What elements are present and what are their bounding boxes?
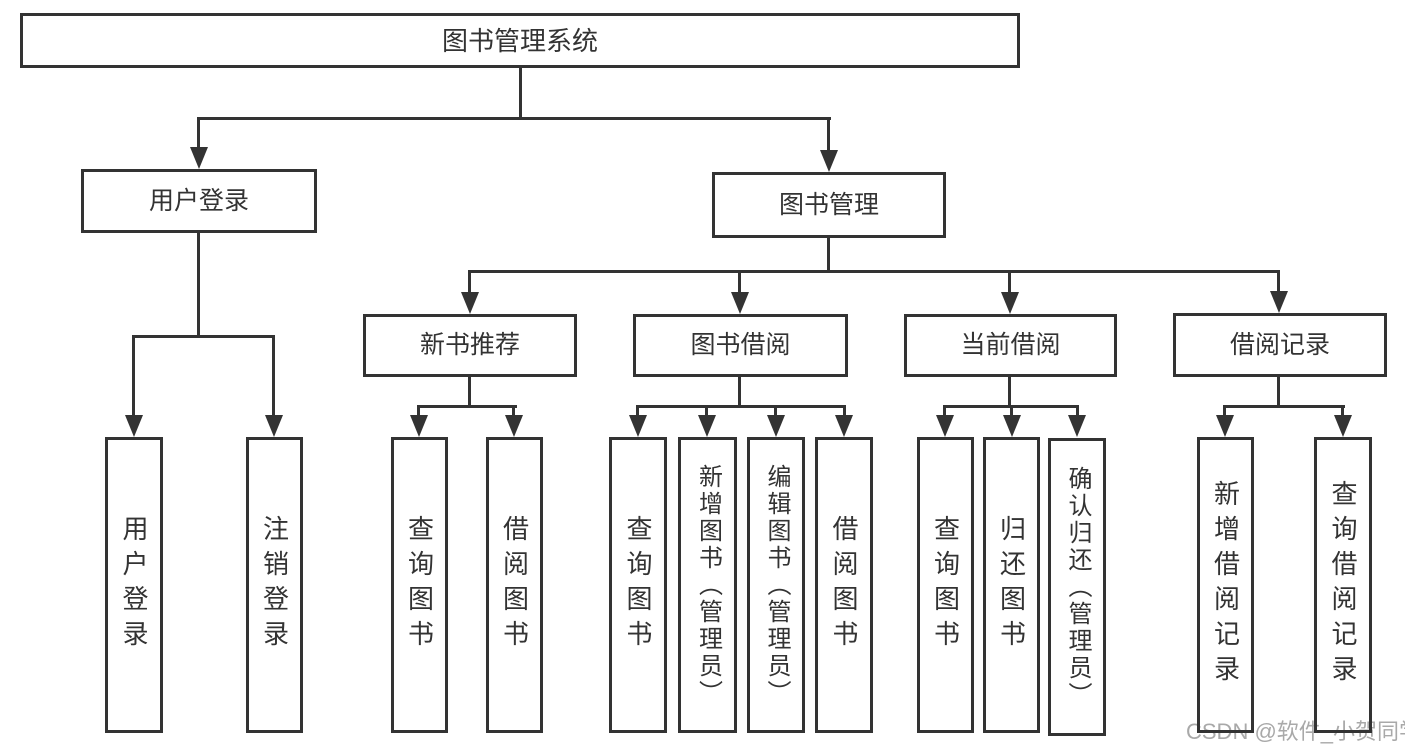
leaf-add-borrow-record: 新增借阅记录 [1197, 437, 1254, 733]
leaf-add-books-admin: 新增图书（管理员） [678, 437, 737, 733]
connector-into-leaf [774, 405, 777, 417]
connector-into-leaf [705, 405, 708, 417]
leaf-query-books: 查询图书 [917, 437, 974, 733]
connector-group-split [417, 405, 517, 408]
leaf-borrow-books: 借阅图书 [815, 437, 873, 733]
connector-into-current-borrowing [1008, 270, 1011, 296]
leaf-query-books: 查询图书 [609, 437, 667, 733]
arrow-down-icon [1001, 292, 1019, 314]
arrow-down-icon [1003, 415, 1021, 437]
connector-group-trunk [1008, 377, 1011, 408]
connector-into-leaf [943, 405, 946, 417]
connector-into-user-login [197, 117, 200, 150]
connector-into-leaf [132, 335, 135, 417]
leaf-user-login: 用户登录 [105, 437, 163, 733]
connector-group-trunk [738, 377, 741, 408]
arrow-down-icon [820, 150, 838, 172]
connector-into-borrowing-records [1277, 270, 1280, 295]
arrow-down-icon [410, 415, 428, 437]
connector-user-login-split [132, 335, 275, 338]
leaf-edit-books-admin: 编辑图书（管理员） [747, 437, 805, 733]
leaf-return-books: 归还图书 [983, 437, 1040, 733]
connector-group-split [1223, 405, 1345, 408]
arrow-down-icon [731, 292, 749, 314]
connector-into-leaf [843, 405, 846, 417]
arrow-down-icon [265, 415, 283, 437]
connector-level3-split [468, 270, 1280, 273]
arrow-down-icon [936, 415, 954, 437]
leaf-confirm-return-admin: 确认归还（管理员） [1048, 438, 1106, 736]
arrow-down-icon [125, 415, 143, 437]
connector-into-book-management [827, 117, 830, 153]
connector-into-leaf [1076, 405, 1079, 417]
node-book-management: 图书管理 [712, 172, 946, 238]
connector-level2-split [197, 117, 831, 120]
connector-into-leaf [636, 405, 639, 417]
connector-root-trunk [519, 68, 522, 117]
arrow-down-icon [629, 415, 647, 437]
node-current-borrowing: 当前借阅 [904, 314, 1117, 377]
leaf-borrow-books: 借阅图书 [486, 437, 543, 733]
arrow-down-icon [698, 415, 716, 437]
arrow-down-icon [1068, 415, 1086, 437]
csdn-watermark: CSDN @软件_小贺同学 [1186, 719, 1405, 744]
arrow-down-icon [767, 415, 785, 437]
node-borrowing-records: 借阅记录 [1173, 313, 1387, 377]
connector-into-leaf [417, 405, 420, 417]
arrow-down-icon [505, 415, 523, 437]
arrow-down-icon [1334, 415, 1352, 437]
connector-into-leaf [1341, 405, 1344, 417]
connector-into-leaf [512, 405, 515, 417]
leaf-logout: 注销登录 [246, 437, 303, 733]
connector-group-split [636, 405, 846, 408]
arrow-down-icon [835, 415, 853, 437]
leaf-query-books: 查询图书 [391, 437, 448, 733]
node-new-book-recommend: 新书推荐 [363, 314, 577, 377]
connector-group-trunk [1277, 377, 1280, 408]
node-user-login: 用户登录 [81, 169, 317, 233]
arrow-down-icon [1270, 291, 1288, 313]
connector-into-leaf [272, 335, 275, 417]
arrow-down-icon [461, 292, 479, 314]
arrow-down-icon [1216, 415, 1234, 437]
connector-into-new-book [468, 270, 471, 296]
connector-into-leaf [1010, 405, 1013, 417]
node-book-borrowing: 图书借阅 [633, 314, 848, 377]
connector-user-login-trunk [197, 233, 200, 338]
connector-into-book-borrowing [738, 270, 741, 296]
node-library-management-system: 图书管理系统 [20, 13, 1020, 68]
connector-book-management-trunk [827, 238, 830, 273]
connector-group-trunk [468, 377, 471, 408]
leaf-query-borrow-record: 查询借阅记录 [1314, 437, 1372, 733]
connector-into-leaf [1223, 405, 1226, 417]
arrow-down-icon [190, 147, 208, 169]
